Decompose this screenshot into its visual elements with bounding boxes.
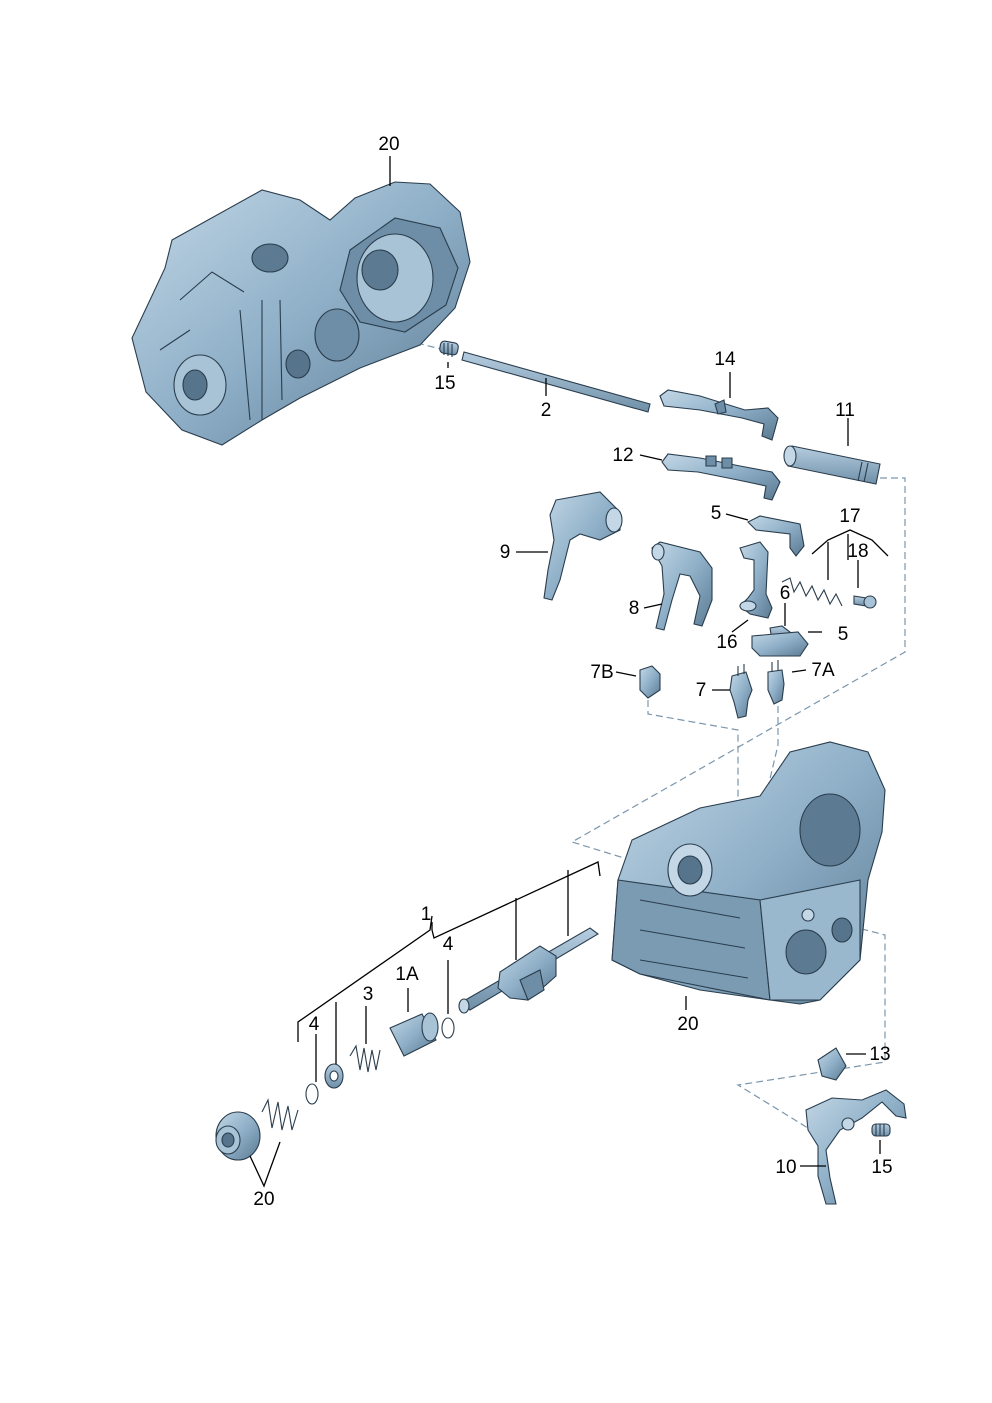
callout-7a: 7A: [811, 660, 835, 681]
bushing-1a: [389, 1012, 439, 1057]
callout-1: 1: [421, 904, 432, 925]
callout-11: 11: [835, 400, 855, 421]
transmission-housing-middle: [611, 741, 886, 1005]
shift-fork-10: [805, 1089, 907, 1205]
switch-7: [729, 664, 753, 719]
callout-17: 17: [839, 506, 860, 527]
detent-pin-18: [853, 595, 877, 609]
callout-2: 2: [541, 400, 552, 421]
callout-5-lower: 5: [838, 624, 849, 645]
selector-shaft-2: [461, 351, 651, 413]
circlip-4-lower: [305, 1083, 319, 1105]
selector-bracket-14: [659, 389, 779, 441]
shift-fork-8: [651, 541, 713, 631]
callout-labels: 20 15 2 14 11 12 9 5 17 18 8 16 6 5 7B 7…: [253, 134, 892, 1210]
callout-1a: 1A: [395, 964, 419, 985]
callout-20-bottom: 20: [253, 1189, 274, 1210]
cap-20: [215, 1111, 261, 1161]
plate-13: [817, 1047, 847, 1081]
callout-20-middle: 20: [677, 1014, 698, 1035]
selector-bar-12: [661, 453, 781, 501]
spring-pin-15-bottom: [871, 1123, 891, 1137]
callout-18: 18: [847, 541, 868, 562]
callout-4-upper: 4: [443, 934, 454, 955]
assembly-guide-lines: [299, 311, 906, 1129]
locking-plate-5-lower: [751, 631, 809, 657]
callout-15-top: 15: [434, 373, 455, 394]
callout-7: 7: [696, 680, 707, 701]
spring-pin-15-top: [439, 340, 459, 357]
shift-fork-9: [543, 491, 623, 601]
circlip-4-upper: [441, 1017, 455, 1039]
selector-rod-11: [783, 445, 881, 485]
callout-9: 9: [500, 542, 511, 563]
callout-7b: 7B: [590, 662, 613, 683]
detent-spring-17: [781, 577, 843, 607]
callout-14: 14: [714, 349, 736, 370]
washer: [324, 1063, 344, 1089]
spring-20: [261, 1098, 299, 1131]
selector-shaft-assembly-1: [458, 927, 599, 1014]
detent-bracket-16: [739, 541, 773, 619]
callout-10: 10: [775, 1157, 796, 1178]
callout-20-top: 20: [378, 134, 399, 155]
spring-3: [349, 1044, 381, 1073]
callout-13: 13: [869, 1044, 890, 1065]
callout-6: 6: [780, 583, 791, 604]
callout-12: 12: [612, 445, 633, 466]
callout-16: 16: [716, 632, 737, 653]
callout-3: 3: [363, 984, 374, 1005]
switch-7a: [767, 660, 785, 705]
transmission-housing-top: [131, 181, 471, 446]
callout-8: 8: [629, 598, 640, 619]
plug-7b: [639, 665, 661, 699]
callout-4-lower: 4: [309, 1014, 320, 1035]
callout-5-upper: 5: [711, 503, 722, 524]
leader-lines: [249, 156, 889, 1188]
locking-plate-5-upper: [747, 515, 805, 557]
callout-15-bottom: 15: [871, 1157, 892, 1178]
